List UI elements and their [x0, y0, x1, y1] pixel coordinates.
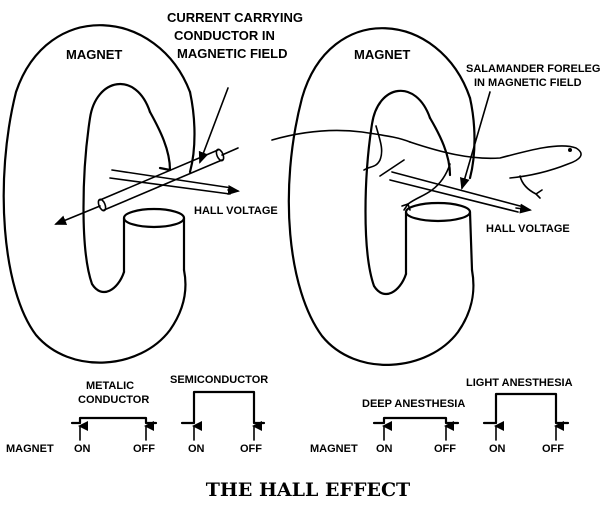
on-label-4: ON [489, 443, 506, 455]
conductor-label-line-2: CONDUCTOR IN [174, 28, 275, 43]
salamander-drawing [271, 125, 582, 211]
deep-anesthesia-label: DEEP ANESTHESIA [362, 398, 465, 410]
on-label-2: ON [188, 443, 205, 455]
trace-semiconductor: SEMICONDUCTOR [170, 374, 268, 441]
magnet-row-label-left: MAGNET [6, 443, 54, 455]
trace-light-anesthesia: LIGHT ANESTHESIA [466, 377, 573, 441]
trace-metallic: METALIC CONDUCTOR [70, 380, 158, 441]
metallic-label-line-1: METALIC [86, 380, 134, 392]
off-label-1: OFF [133, 443, 155, 455]
left-magnet [2, 24, 196, 364]
figure-title: THE HALL EFFECT [206, 479, 410, 501]
trace-deep-anesthesia: DEEP ANESTHESIA [362, 398, 465, 441]
foreleg-label-line-2: IN MAGNETIC FIELD [474, 77, 582, 89]
off-label-3: OFF [434, 443, 456, 455]
right-hall-arrow [389, 171, 521, 213]
conductor-label-line-1: CURRENT CARRYING [167, 10, 303, 25]
right-magnet [287, 27, 476, 366]
left-current-arrow [54, 205, 101, 225]
left-hall-voltage-label: HALL VOLTAGE [194, 205, 278, 217]
light-anesthesia-label: LIGHT ANESTHESIA [466, 377, 573, 389]
left-hall-arrow [109, 169, 233, 195]
semiconductor-label: SEMICONDUCTOR [170, 374, 268, 386]
left-pointer-line [198, 87, 229, 164]
metallic-label-line-2: CONDUCTOR [78, 394, 149, 406]
magnet-row-label-right: MAGNET [310, 443, 358, 455]
conductor-label-line-3: MAGNETIC FIELD [177, 46, 288, 61]
right-hall-voltage-label: HALL VOLTAGE [486, 223, 570, 235]
right-pointer-line [460, 91, 491, 190]
off-label-4: OFF [542, 443, 564, 455]
right-magnet-label: MAGNET [354, 47, 410, 62]
off-label-2: OFF [240, 443, 262, 455]
left-magnet-label: MAGNET [66, 47, 122, 62]
on-label-1: ON [74, 443, 91, 455]
on-label-3: ON [376, 443, 393, 455]
foreleg-label-line-1: SALAMANDER FORELEG [466, 63, 600, 75]
